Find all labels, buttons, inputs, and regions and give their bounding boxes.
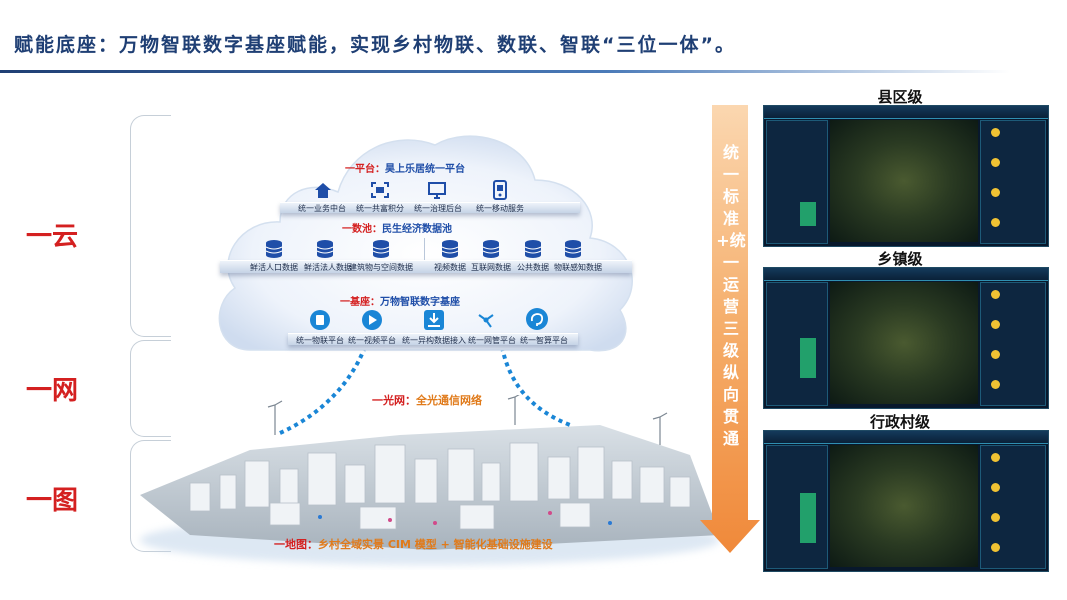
- dashboard-village: [763, 430, 1049, 572]
- dashboard-right-panel: [980, 120, 1046, 244]
- dashboard-header: [764, 431, 1048, 444]
- base-prefix: 一基座：: [340, 297, 380, 308]
- status-dot: [991, 128, 1000, 137]
- dashboard-right-panel: [980, 445, 1046, 569]
- map-label: 一地图：乡村全域实景 CIM 模型 + 智能化基础设施建设: [274, 536, 553, 552]
- database-icon: [562, 238, 584, 260]
- datapool-item-4: 视频数据: [434, 263, 466, 272]
- datapool-item-3: 建筑物与空间数据: [349, 263, 413, 272]
- dashboard-left-panel: [766, 282, 828, 406]
- datapool-slab: [220, 260, 632, 273]
- platform-item-4: 统一移动服务: [476, 204, 524, 213]
- network-prefix: 一光网：: [372, 394, 416, 407]
- platform-item-3: 统一治理后台: [414, 204, 462, 213]
- scan-icon: [367, 178, 393, 202]
- platform-name: 昊上乐居统一平台: [385, 164, 465, 175]
- dashboard-town: [763, 267, 1049, 409]
- datapool-item-7: 物联感知数据: [554, 263, 602, 272]
- platform-item-1: 统一业务中台: [298, 204, 346, 213]
- dashboard-map: [830, 445, 978, 567]
- platform-slab: [280, 202, 580, 213]
- dashboard-right-panel: [980, 282, 1046, 406]
- ai-brain-icon: [524, 306, 550, 332]
- house-icon: [310, 178, 336, 202]
- base-item-5: 统一智算平台: [520, 336, 568, 345]
- dashboard-header: [764, 268, 1048, 281]
- tier-brace-network: [130, 340, 171, 437]
- video-icon: [360, 308, 384, 332]
- datapool-divider: [424, 238, 425, 260]
- dashboard-map: [830, 282, 978, 404]
- status-dot: [991, 350, 1000, 359]
- dashboard-header: [764, 106, 1048, 119]
- datapool-item-2: 鲜活法人数据: [304, 263, 352, 272]
- datapool-prefix: 一数池：: [342, 224, 382, 235]
- tier-label-cloud: 一云: [26, 222, 79, 252]
- download-icon: [422, 308, 446, 332]
- map-prefix: 一地图：: [274, 538, 318, 551]
- network-node-icon: [474, 308, 498, 332]
- map-name: 乡村全域实景 CIM 模型 + 智能化基础设施建设: [318, 538, 553, 551]
- page-title: 赋能底座：万物智联数字基座赋能，实现乡村物联、数联、智联“三位一体”。: [14, 34, 736, 56]
- level-title-town: 乡镇级: [877, 250, 923, 268]
- level-title-village: 行政村级: [869, 413, 930, 431]
- status-dot: [991, 158, 1000, 167]
- database-icon: [522, 238, 544, 260]
- dashboard-map: [830, 120, 978, 242]
- base-item-1: 统一物联平台: [296, 336, 344, 345]
- platform-layer-title: 一平台：昊上乐居统一平台: [345, 160, 465, 175]
- status-dot: [991, 188, 1000, 197]
- datapool-item-5: 互联网数据: [471, 263, 511, 272]
- monitor-icon: [424, 178, 450, 202]
- dashboard-left-panel: [766, 445, 828, 569]
- dashboard-left-panel: [766, 120, 828, 244]
- iot-icon: [308, 308, 332, 332]
- platform-item-2: 统一共富积分: [356, 204, 404, 213]
- dashboard-metric-block: [800, 202, 816, 226]
- base-item-2: 统一视频平台: [348, 336, 396, 345]
- base-item-4: 统一网管平台: [468, 336, 516, 345]
- title-divider: [0, 70, 1010, 73]
- status-dot: [991, 483, 1000, 492]
- arrow-caption: 统一标准+统一运营 三级纵向贯通: [716, 143, 746, 448]
- tier-label-map: 一图: [26, 486, 79, 516]
- datapool-item-1: 鲜活人口数据: [250, 263, 298, 272]
- cloud-architecture: 一平台：昊上乐居统一平台 统一业务中台 统一共富积分 统一治理后台 统一移动服务…: [210, 110, 640, 355]
- network-label: 一光网：全光通信网络: [372, 392, 482, 408]
- status-dot: [991, 453, 1000, 462]
- datapool-layer-title: 一数池：民生经济数据池: [342, 220, 452, 235]
- status-dot: [991, 320, 1000, 329]
- datapool-item-6: 公共数据: [517, 263, 549, 272]
- database-icon: [314, 238, 336, 260]
- city-cim-model: [140, 395, 720, 565]
- status-dot: [991, 543, 1000, 552]
- tier-label-network: 一网: [26, 376, 79, 406]
- network-links: [279, 346, 571, 435]
- platform-prefix: 一平台：: [345, 164, 385, 175]
- dashboard-metric-block: [800, 338, 816, 378]
- datapool-name: 民生经济数据池: [382, 224, 452, 235]
- dashboard-metric-block: [800, 493, 816, 543]
- base-name: 万物智联数字基座: [380, 297, 460, 308]
- database-icon: [439, 238, 461, 260]
- mobile-icon: [487, 177, 513, 202]
- network-name: 全光通信网络: [416, 394, 482, 407]
- database-icon: [480, 238, 502, 260]
- level-title-county: 县区级: [877, 88, 923, 106]
- status-dot: [991, 380, 1000, 389]
- database-icon: [370, 238, 392, 260]
- dashboard-county: [763, 105, 1049, 247]
- status-dot: [991, 290, 1000, 299]
- status-dot: [991, 218, 1000, 227]
- vertical-integration-arrow: [698, 105, 762, 555]
- base-slab: [288, 333, 578, 345]
- tier-brace-cloud: [130, 115, 171, 337]
- status-dot: [991, 513, 1000, 522]
- base-layer-title: 一基座：万物智联数字基座: [340, 293, 460, 308]
- tier-brace-map: [130, 440, 171, 552]
- base-item-3: 统一异构数据接入: [402, 336, 466, 345]
- database-icon: [263, 238, 285, 260]
